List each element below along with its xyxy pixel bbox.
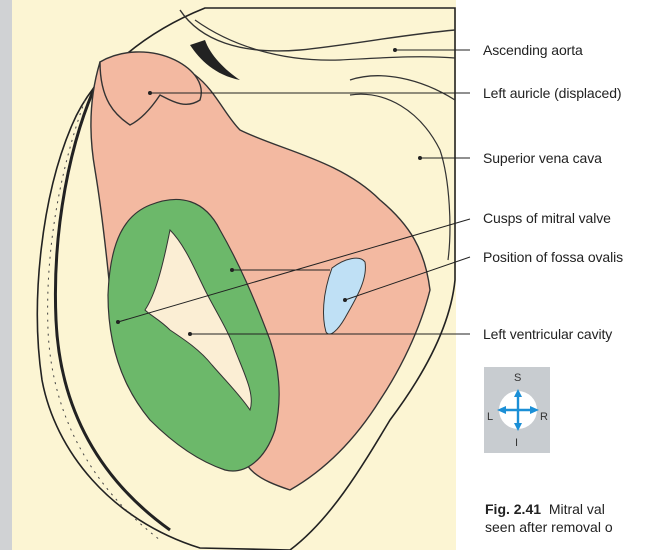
orientation-compass: S I L R bbox=[484, 367, 550, 453]
caption-line-1: Mitral val bbox=[549, 501, 605, 517]
label-superior-vena-cava: Superior vena cava bbox=[483, 150, 602, 166]
compass-superior: S bbox=[514, 373, 521, 384]
compass-inferior: I bbox=[515, 438, 518, 449]
caption-line-2: seen after removal o bbox=[485, 518, 613, 536]
compass-right: R bbox=[540, 412, 548, 423]
label-left-auricle: Left auricle (displaced) bbox=[483, 85, 621, 101]
label-lv-cavity: Left ventricular cavity bbox=[483, 326, 612, 342]
compass-left: L bbox=[487, 412, 493, 423]
label-ascending-aorta: Ascending aorta bbox=[483, 42, 583, 58]
label-fossa-ovalis: Position of fossa ovalis bbox=[483, 249, 623, 265]
figure-number: Fig. 2.41 bbox=[485, 501, 541, 517]
figure-caption: Fig. 2.41 Mitral val seen after removal … bbox=[485, 500, 613, 536]
label-cusps-mitral-valve: Cusps of mitral valve bbox=[483, 210, 611, 226]
